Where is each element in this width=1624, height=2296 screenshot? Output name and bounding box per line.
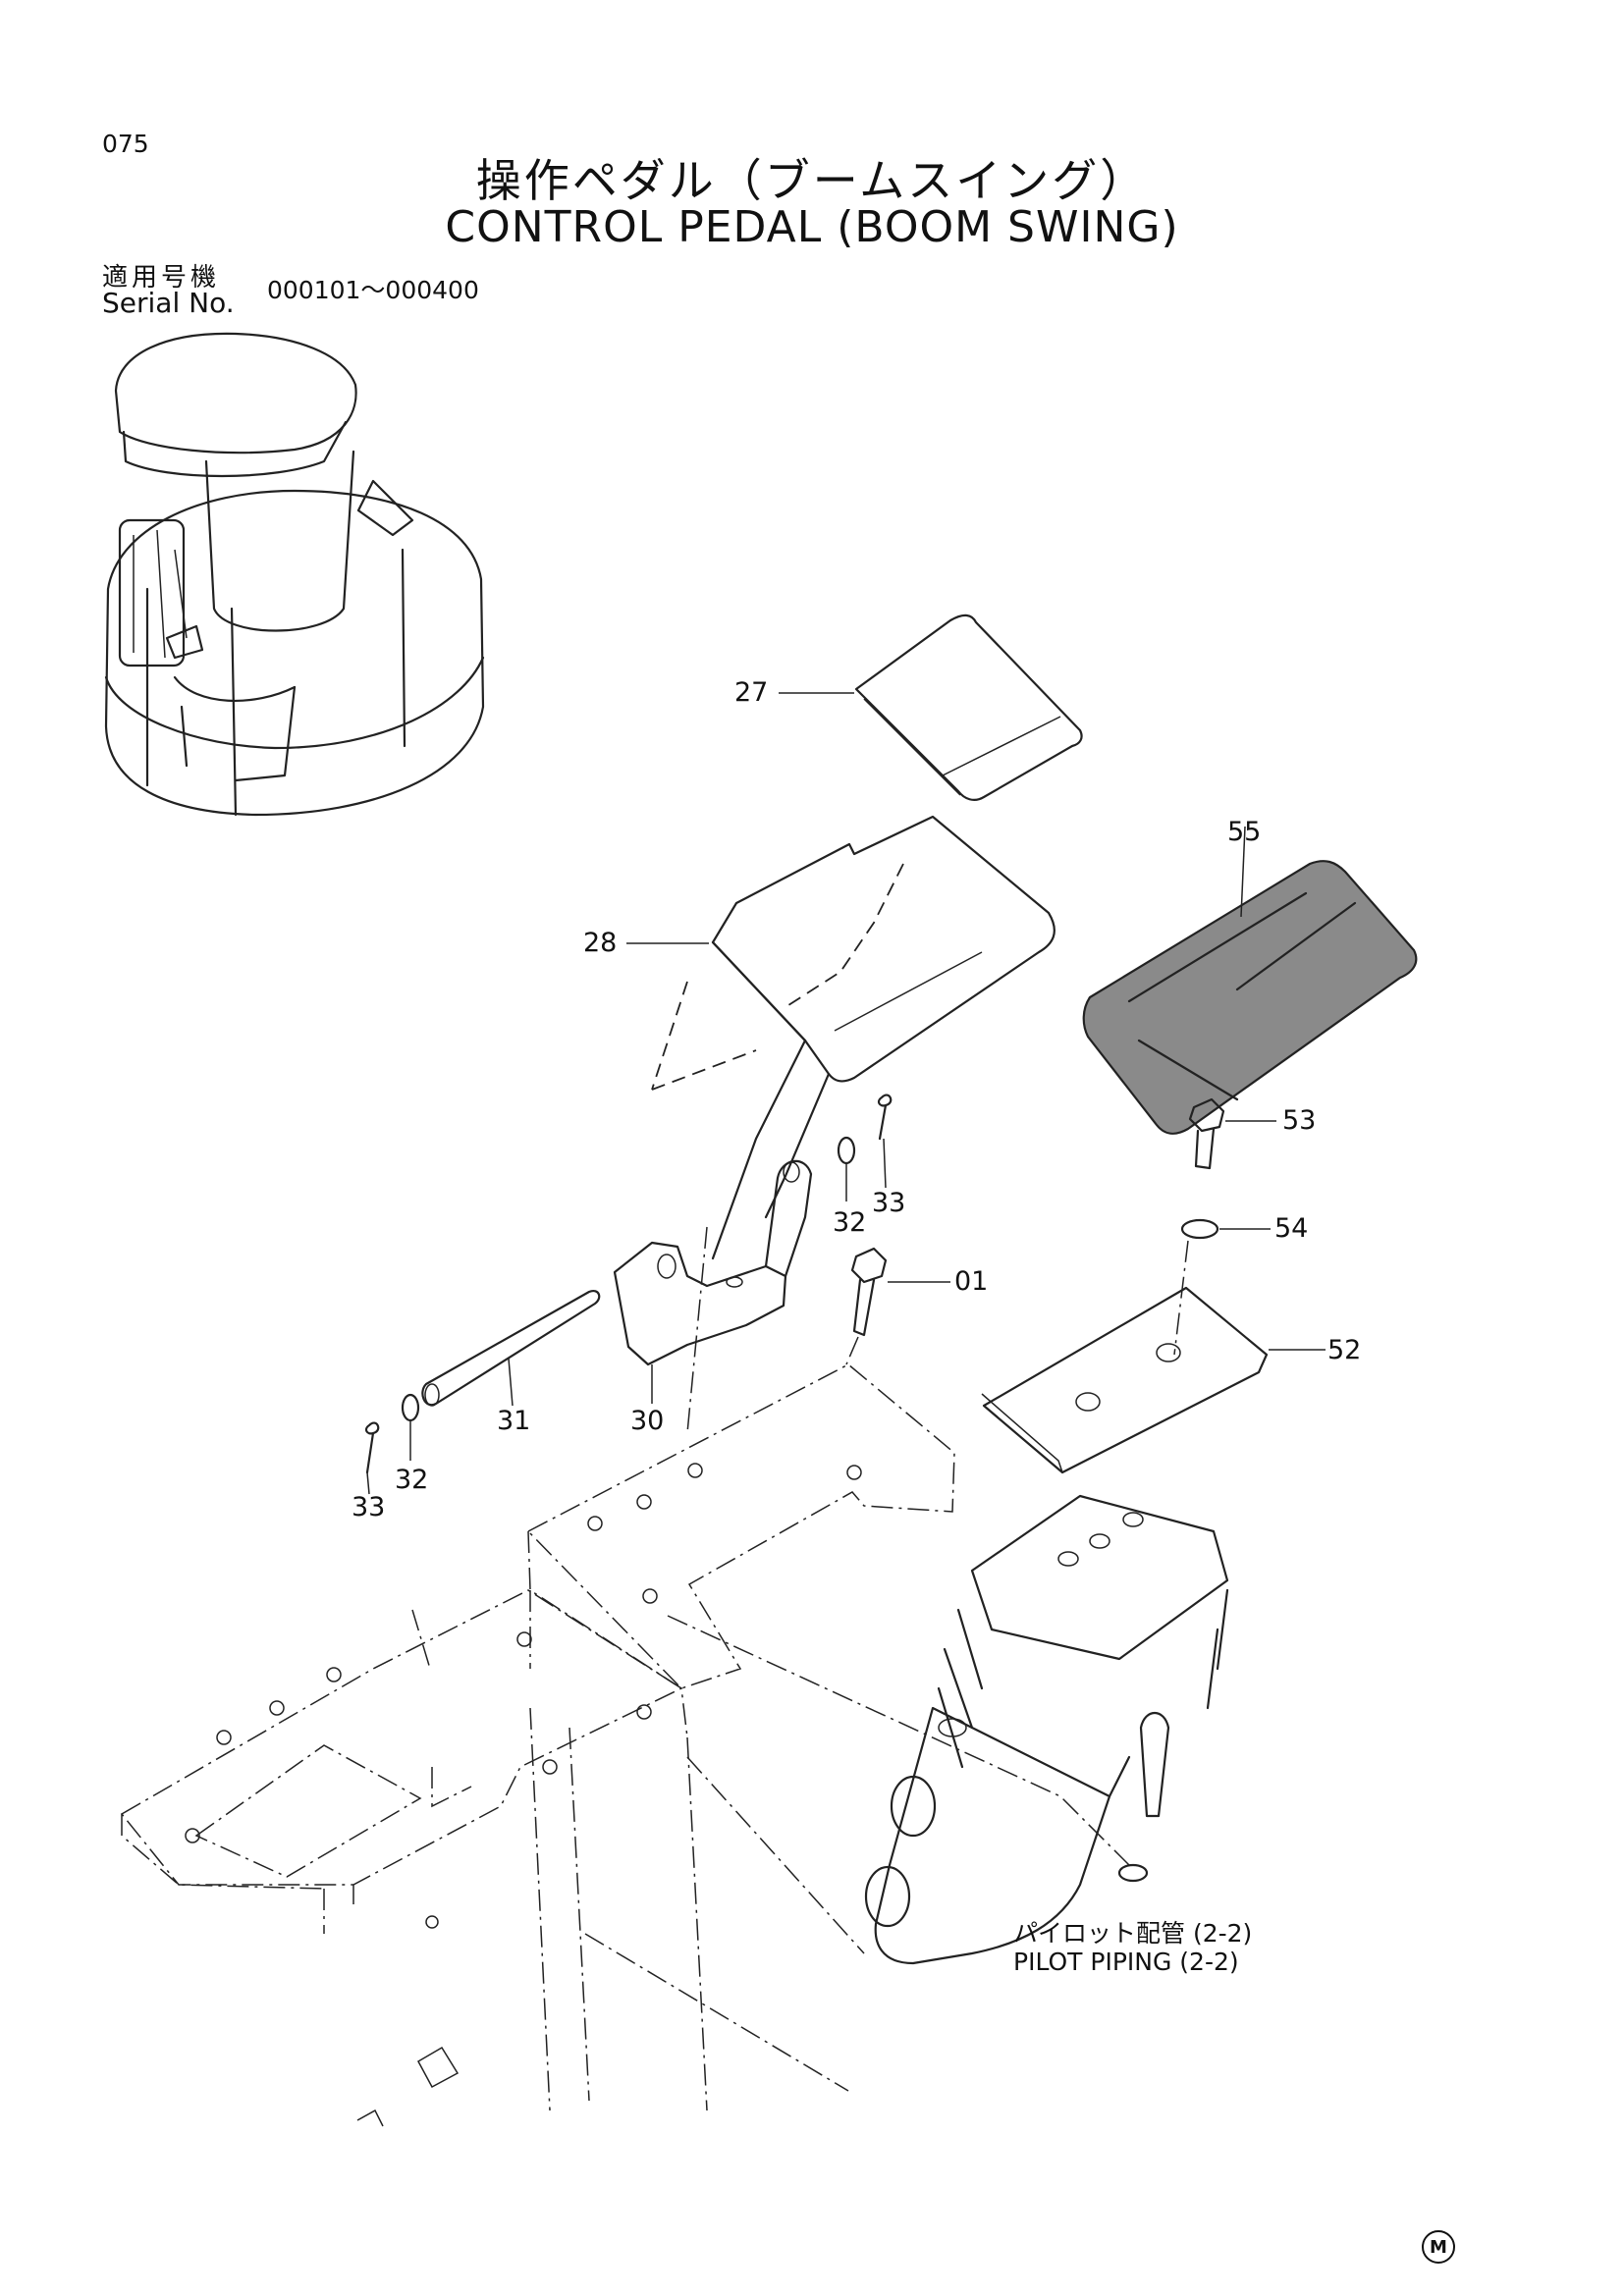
pilot-valve: [864, 1494, 1229, 1965]
callout-33-upper: 33: [872, 1188, 906, 1218]
part-01-bolt: [845, 1247, 950, 1365]
page-number: 075: [102, 130, 149, 158]
serial-label-japanese: 適用号機: [102, 263, 221, 293]
callout-32-lower: 32: [395, 1465, 429, 1495]
callout-30: 30: [630, 1406, 665, 1436]
callout-53: 53: [1282, 1105, 1317, 1136]
part-30-bracket: [613, 1159, 813, 1404]
part-27-pedal-pad: [779, 614, 1083, 801]
cab-locator-illustration: [104, 332, 485, 817]
callout-54: 54: [1274, 1213, 1309, 1244]
part-55-rubber-cover: [1082, 826, 1418, 1135]
circled-m-mark: M: [1422, 2230, 1455, 2264]
serial-range: 000101～000400: [267, 276, 479, 304]
callout-52: 52: [1327, 1335, 1362, 1365]
part-31-pin: [421, 1290, 601, 1407]
callout-31: 31: [497, 1406, 531, 1436]
pilot-piping-note-japanese: パイロット配管 (2-2): [1013, 1919, 1253, 1948]
callout-01: 01: [954, 1266, 989, 1297]
part-52-plate: [981, 1286, 1326, 1474]
page-title-english: CONTROL PEDAL (BOOM SWING): [445, 202, 1179, 252]
part-28-pedal: [626, 815, 1056, 1260]
parts-32-33-washers-cotter-pins: [364, 1094, 893, 1495]
parts-53-54-bolt-washer: [1173, 1097, 1276, 1356]
page-title-japanese: 操作ペダル（ブームスイング）: [475, 154, 1149, 207]
callout-28: 28: [583, 928, 618, 958]
callout-32-upper: 32: [833, 1207, 867, 1238]
callout-27: 27: [734, 677, 769, 708]
serial-label-english: Serial No.: [102, 287, 235, 319]
callout-33-lower: 33: [352, 1492, 386, 1522]
floor-frame: [120, 1226, 1130, 2127]
pilot-piping-note-english: PILOT PIPING (2-2): [1013, 1948, 1239, 1976]
callout-55: 55: [1227, 817, 1262, 847]
